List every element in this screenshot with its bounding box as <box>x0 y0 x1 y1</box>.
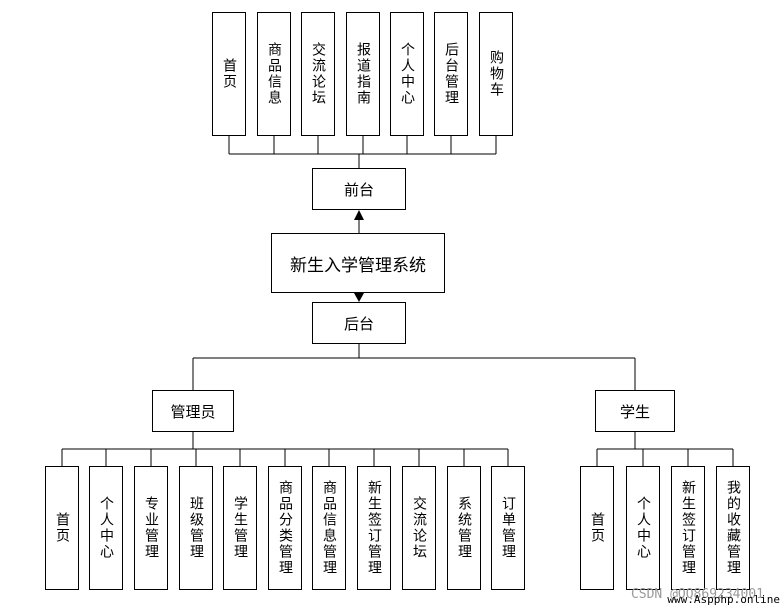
frontend-item-4: 个人中心 <box>390 12 424 136</box>
site-watermark: www.Aspphp.online <box>667 593 780 606</box>
admin-item-4: 学生管理 <box>223 466 257 590</box>
student-label: 学生 <box>619 402 650 421</box>
admin-item-label: 新生签订管理 <box>366 480 382 576</box>
admin-item-3: 班级管理 <box>179 466 213 590</box>
frontend-item-2: 交流论坛 <box>301 12 335 136</box>
admin-item-label: 商品分类管理 <box>277 480 293 576</box>
backend-box: 后台 <box>312 302 406 344</box>
admin-item-2: 专业管理 <box>134 466 168 590</box>
admin-item-9: 系统管理 <box>447 466 481 590</box>
student-item-label: 首页 <box>589 512 605 544</box>
admin-item-6: 商品信息管理 <box>312 466 346 590</box>
admin-item-label: 订单管理 <box>500 496 516 560</box>
student-item-0: 首页 <box>580 466 614 590</box>
frontend-item-1: 商品信息 <box>257 12 291 136</box>
admin-item-label: 专业管理 <box>143 496 159 560</box>
admin-item-0: 首页 <box>45 466 79 590</box>
system-title: 新生入学管理系统 <box>290 255 426 276</box>
backend-label: 后台 <box>343 314 374 333</box>
admin-item-label: 班级管理 <box>188 496 204 560</box>
admin-item-label: 学生管理 <box>232 496 248 560</box>
frontend-box: 前台 <box>312 168 406 210</box>
admin-item-label: 个人中心 <box>98 496 114 560</box>
frontend-item-label: 首页 <box>221 58 237 90</box>
frontend-item-label: 报道指南 <box>355 42 371 106</box>
frontend-item-label: 后台管理 <box>443 42 459 106</box>
system-root-box: 新生入学管理系统 <box>271 233 445 293</box>
student-item-label: 个人中心 <box>635 496 651 560</box>
admin-item-7: 新生签订管理 <box>357 466 391 590</box>
admin-item-label: 系统管理 <box>456 496 472 560</box>
admin-item-10: 订单管理 <box>491 466 525 590</box>
student-item-2: 新生签订管理 <box>671 466 705 590</box>
student-role-box: 学生 <box>595 390 675 432</box>
student-item-3: 我的收藏管理 <box>716 466 750 590</box>
student-item-label: 新生签订管理 <box>680 480 696 576</box>
frontend-item-5: 后台管理 <box>434 12 468 136</box>
admin-role-box: 管理员 <box>152 390 234 432</box>
frontend-item-label: 购物车 <box>488 50 504 98</box>
admin-label: 管理员 <box>170 402 216 421</box>
student-item-label: 我的收藏管理 <box>725 480 741 576</box>
frontend-item-0: 首页 <box>212 12 246 136</box>
admin-item-1: 个人中心 <box>89 466 123 590</box>
frontend-item-label: 商品信息 <box>266 42 282 106</box>
admin-item-label: 商品信息管理 <box>321 480 337 576</box>
frontend-item-label: 交流论坛 <box>310 42 326 106</box>
admin-item-5: 商品分类管理 <box>268 466 302 590</box>
arrow-down-icon <box>354 293 364 302</box>
frontend-item-3: 报道指南 <box>346 12 380 136</box>
frontend-item-6: 购物车 <box>479 12 513 136</box>
student-item-1: 个人中心 <box>626 466 660 590</box>
arrow-up-icon <box>354 210 364 220</box>
frontend-item-label: 个人中心 <box>399 42 415 106</box>
admin-item-8: 交流论坛 <box>402 466 436 590</box>
admin-item-label: 交流论坛 <box>411 496 427 560</box>
admin-item-label: 首页 <box>54 512 70 544</box>
csdn-watermark: CSDN @QQ869234001 <box>630 587 764 602</box>
frontend-label: 前台 <box>343 180 374 199</box>
